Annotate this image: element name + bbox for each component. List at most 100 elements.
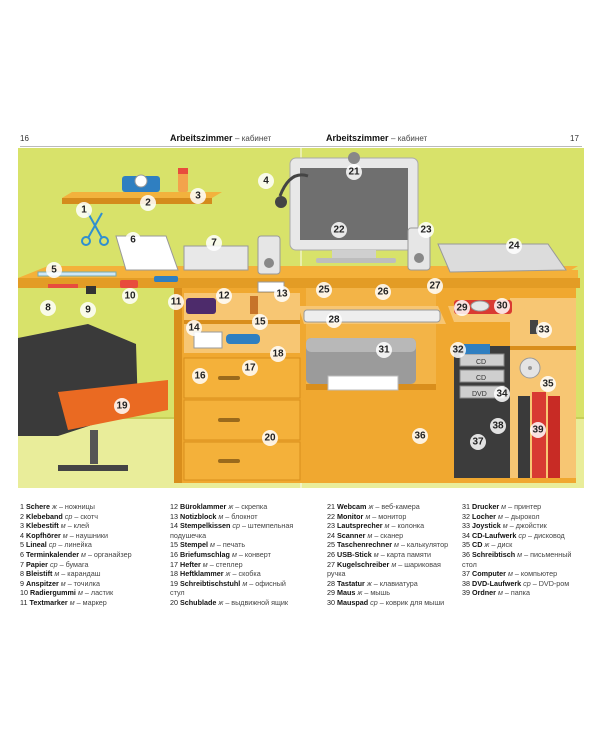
label-number-26: 26 [377,287,389,298]
glue-stick [178,172,188,192]
glossary-number: 28 [327,578,337,588]
hole-puncher [464,344,490,354]
label-number-25: 25 [318,285,330,296]
glossary-number: 11 [20,597,30,607]
dvd-label: DVD [472,391,487,398]
label-number-14: 14 [188,323,200,334]
glossary-item: 36 Schreibtisch м – письменный стол [462,550,588,569]
glossary-word: Maus [337,588,356,598]
glossary-word: Schere [26,502,50,511]
glossary-gender: ж [218,597,224,607]
label-bubble-31 [376,342,392,358]
glossary-gender: м [218,511,224,521]
glossary-number: 30 [327,597,337,607]
label-bubble-25 [316,282,332,298]
label-number-24: 24 [508,241,520,252]
glossary-item: 18 Heftklammer ж – скобка [170,569,298,579]
glossary-translation: – диск [491,540,513,550]
glossary-number: 17 [170,559,180,569]
glossary-translation: – скрепка [235,502,268,511]
glossary-number: 33 [462,521,472,531]
label-number-33: 33 [538,325,550,336]
glossary-word: Stempelkissen [180,521,231,531]
label-number-13: 13 [276,289,288,300]
label-number-9: 9 [85,305,91,316]
glossary-gender: м [60,578,66,588]
glossary-item: 17 Hefter м – степлер [170,560,298,570]
glossary-gender: м [365,511,371,521]
glossary-word: Ordner [472,588,496,598]
label-bubble-24 [506,238,522,254]
glossary-translation: – степлер [209,559,243,569]
cd-label-2: CD [476,375,486,382]
glossary-translation: – сканер [374,530,404,540]
glossary-gender: м [501,502,507,511]
label-number-27: 27 [429,281,441,292]
glossary-number: 19 [170,578,180,588]
glossary-gender: ср [232,521,240,531]
label-number-37: 37 [472,437,484,448]
label-number-31: 31 [378,345,390,356]
glossary-word: Briefumschlag [180,549,230,559]
stamp [250,296,258,314]
label-number-34: 34 [496,389,508,400]
glossary-number: 21 [327,502,337,511]
glossary-number: 38 [462,578,472,588]
label-bubble-10 [122,288,138,304]
glossary-gender: м [384,521,390,531]
glossary-item: 15 Stempel м – печать [170,540,298,550]
label-number-12: 12 [218,291,230,302]
glossary-number: 16 [170,549,180,559]
label-bubble-37 [470,434,486,450]
glossary-word: Terminkalender [26,549,79,559]
glossary-item: 16 Briefumschlag м – конверт [170,550,298,560]
label-bubble-13 [274,286,290,302]
label-bubble-12 [216,288,232,304]
glossary-item: 5 Lineal ср – линейка [20,540,148,550]
glossary-translation: – карта памяти [380,549,432,559]
glossary-gender: м [502,521,508,531]
glossary-number: 7 [20,559,26,569]
label-number-32: 32 [452,345,464,356]
glossary-translation: – линейка [58,540,92,550]
label-number-19: 19 [116,401,128,412]
label-bubble-4 [258,173,274,189]
left-page-number: 16 [20,134,29,143]
label-bubble-19 [114,398,130,414]
glossary-gender: м [367,530,373,540]
glossary-number: 5 [20,540,26,550]
glossary-translation: – дырокол [504,511,540,521]
glossary-word: Taschenrechner [337,540,392,550]
glossary-translation: – выдвижной ящик [225,597,289,607]
label-number-4: 4 [263,176,269,187]
label-bubble-15 [252,314,268,330]
glossary-word: Anspitzer [26,578,59,588]
glossary-number: 36 [462,549,472,559]
glossary-gender: м [242,578,248,588]
glossary-word: CD-Laufwerk [472,530,517,540]
glossary-translation: – мышь [364,588,390,598]
scanner [437,243,567,273]
label-bubble-23 [418,222,434,238]
joystick [530,320,538,334]
right-page-number: 17 [570,134,579,143]
glossary-word: Bleistift [26,569,53,579]
glossary-number: 34 [462,530,472,540]
label-number-28: 28 [328,315,340,326]
glossary-word: Webcam [337,502,367,511]
glossary-gender: ж [366,578,372,588]
label-bubble-30 [494,298,510,314]
glossary-gender: м [373,549,379,559]
glossary-item: 25 Taschenrechner м – калькулятор [327,540,455,550]
glossary-word: Klebeband [26,511,63,521]
scissors-icon [81,212,109,246]
glossary-gender: ср [48,540,57,550]
label-bubble-20 [262,430,278,446]
glossary-number: 10 [20,588,30,598]
glossary-item: 30 Mauspad ср – коврик для мыши [327,598,455,608]
glossary-word: Kugelschreiber [337,559,390,569]
drawer-3 [183,441,301,481]
glossary-number: 25 [327,540,337,550]
